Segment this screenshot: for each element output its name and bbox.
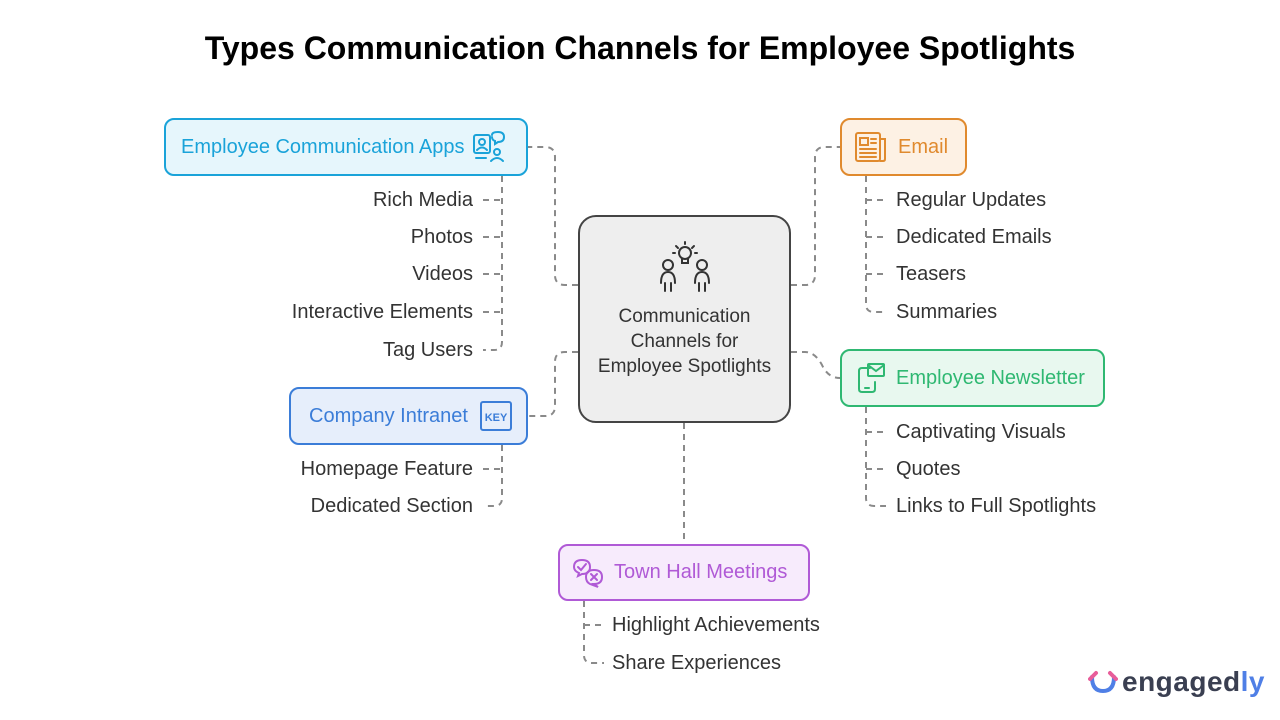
diagram-title: Types Communication Channels for Employe… bbox=[204, 30, 1076, 66]
item-captivating-visuals: Captivating Visuals bbox=[896, 421, 1066, 443]
chat-bubbles-icon bbox=[572, 557, 606, 589]
newspaper-icon bbox=[854, 131, 888, 163]
node-town-hall-meetings: Town Hall Meetings bbox=[558, 544, 810, 601]
node-label: Email bbox=[898, 135, 949, 158]
item-photos: Photos bbox=[410, 226, 473, 248]
item-interactive-elements: Interactive Elements bbox=[291, 301, 473, 323]
node-employee-newsletter: Employee Newsletter bbox=[840, 349, 1105, 407]
node-employee-communication-apps: Employee Communication Apps bbox=[164, 118, 528, 176]
center-node: Communication Channels for Employee Spot… bbox=[578, 215, 791, 423]
people-idea-icon bbox=[657, 241, 713, 298]
item-share-experiences: Share Experiences bbox=[612, 652, 781, 674]
item-links-to-full-spotlights: Links to Full Spotlights bbox=[896, 495, 1097, 517]
item-quotes: Quotes bbox=[896, 458, 961, 480]
item-highlight-achievements: Highlight Achievements bbox=[612, 614, 820, 636]
center-label: Communication Channels for Employee Spot… bbox=[597, 306, 772, 377]
logo-text-accent: ly bbox=[1240, 666, 1265, 697]
node-email: Email bbox=[840, 118, 967, 176]
phone-mail-icon bbox=[856, 362, 886, 394]
item-dedicated-emails: Dedicated Emails bbox=[896, 226, 1052, 248]
key-icon: KEY bbox=[479, 401, 512, 431]
item-dedicated-section: Dedicated Section bbox=[310, 495, 473, 517]
item-regular-updates: Regular Updates bbox=[896, 189, 1047, 211]
node-company-intranet: Company Intranet KEY bbox=[289, 387, 528, 445]
logo-text: engaged bbox=[1122, 666, 1241, 697]
user-chat-icon bbox=[472, 131, 506, 163]
item-videos: Videos bbox=[412, 263, 473, 285]
svg-text:KEY: KEY bbox=[485, 412, 508, 424]
item-teasers: Teasers bbox=[896, 263, 967, 285]
item-summaries: Summaries bbox=[896, 301, 998, 323]
node-label: Town Hall Meetings bbox=[614, 561, 788, 583]
item-homepage-feature: Homepage Feature bbox=[300, 458, 473, 480]
item-rich-media: Rich Media bbox=[372, 189, 473, 211]
item-tag-users: Tag Users bbox=[382, 339, 473, 361]
node-label: Employee Communication Apps bbox=[181, 135, 465, 158]
logo-mark-icon bbox=[1088, 669, 1118, 695]
node-label: Employee Newsletter bbox=[896, 366, 1085, 389]
node-label: Company Intranet bbox=[309, 404, 468, 427]
